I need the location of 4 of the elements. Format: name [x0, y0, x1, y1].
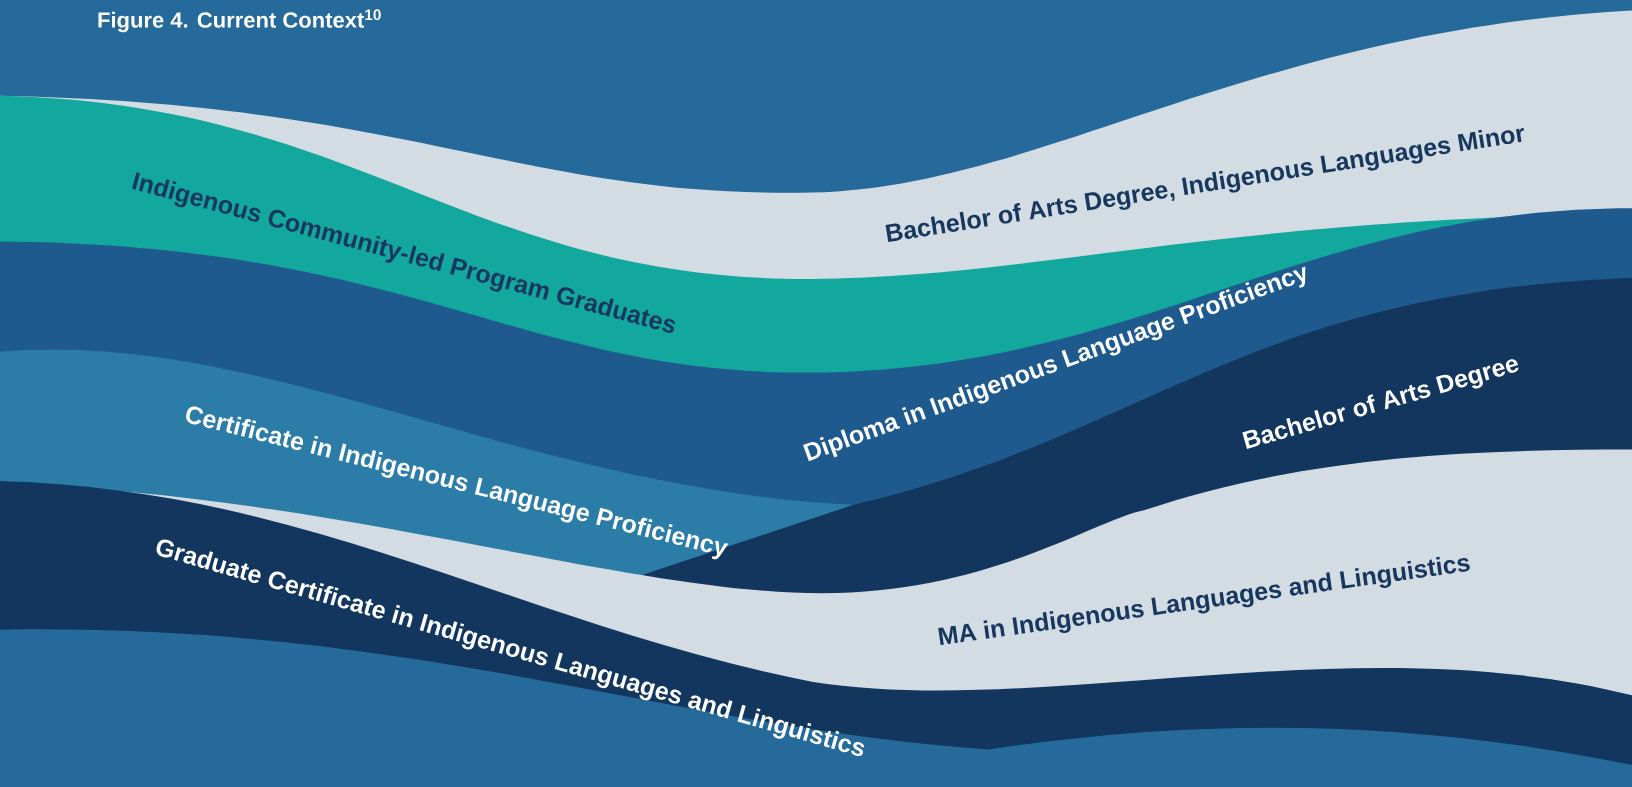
- band-label: Bachelor of Arts Degree: [1242, 359, 1519, 449]
- title: Figure 4. Current Context$^{10}$: [98, 9, 381, 33]
- band-label: MA in Indigenous Languages and Linguistics: [938, 556, 1470, 646]
- band-label: Bachelor of Arts Degree, Indigenous Languages Minor: [885, 127, 1524, 242]
